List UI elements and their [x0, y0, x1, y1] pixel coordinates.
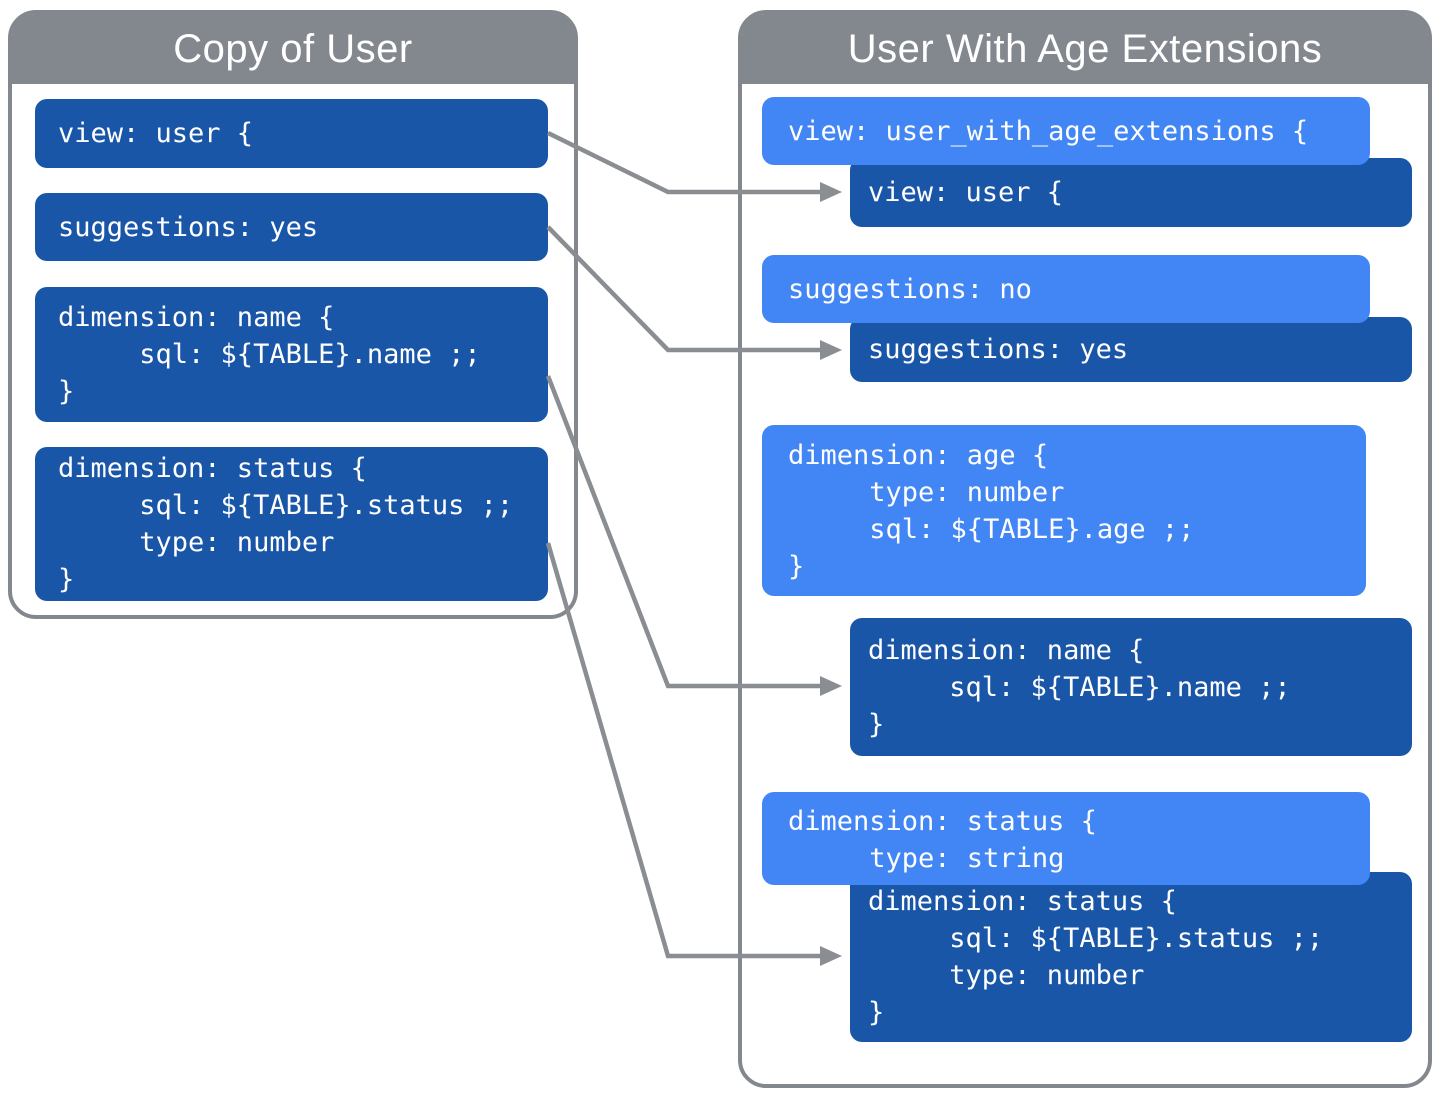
code-line: suggestions: no — [788, 273, 1032, 305]
code-line: sql: ${TABLE}.status ;; — [58, 490, 514, 521]
code-block-suggestions-inherited: suggestions: yes — [850, 317, 1412, 382]
code-line: } — [868, 708, 885, 740]
code-line: sql: ${TABLE}.name ;; — [58, 339, 481, 370]
left-panel-header: Copy of User — [12, 14, 574, 84]
code-block-dimension-status-override: dimension: status { type: string — [762, 792, 1370, 885]
code-line: } — [58, 564, 75, 595]
code-line: type: string — [788, 843, 1065, 874]
code-line: view: user { — [58, 118, 254, 149]
code-block-dimension-status: dimension: status { sql: ${TABLE}.status… — [35, 447, 548, 601]
left-panel-title: Copy of User — [173, 26, 413, 71]
code-line: sql: ${TABLE}.name ;; — [868, 671, 1291, 703]
code-line: dimension: status { — [868, 886, 1177, 917]
code-line: } — [868, 997, 885, 1028]
code-block-suggestions-override: suggestions: no — [762, 255, 1370, 323]
code-line: dimension: name { — [58, 302, 335, 333]
code-block-dimension-name-inherited: dimension: name { sql: ${TABLE}.name ;; … — [850, 618, 1412, 756]
code-line: suggestions: yes — [868, 334, 1129, 365]
code-block-dimension-age: dimension: age { type: number sql: ${TAB… — [762, 425, 1366, 596]
code-line: } — [58, 376, 75, 407]
code-line: view: user_with_age_extensions { — [788, 115, 1309, 147]
code-block-view-inherited: view: user { — [850, 158, 1412, 227]
code-line: dimension: status { — [58, 453, 367, 484]
code-line: type: number — [868, 960, 1145, 991]
code-line: sql: ${TABLE}.age ;; — [788, 513, 1195, 545]
code-line: type: number — [788, 476, 1065, 508]
code-line: dimension: age { — [788, 439, 1049, 471]
code-block-view-extended: view: user_with_age_extensions { — [762, 97, 1370, 165]
code-block-suggestions-yes: suggestions: yes — [35, 193, 548, 261]
code-block-dimension-status-inherited: dimension: status { sql: ${TABLE}.status… — [850, 872, 1412, 1042]
code-line: suggestions: yes — [58, 211, 319, 243]
code-block-view-user: view: user { — [35, 99, 548, 168]
code-line: view: user { — [868, 177, 1064, 208]
code-line: } — [788, 550, 805, 582]
code-line: dimension: name { — [868, 634, 1145, 666]
right-panel-title: User With Age Extensions — [847, 26, 1323, 71]
code-block-dimension-name: dimension: name { sql: ${TABLE}.name ;; … — [35, 287, 548, 422]
code-line: type: number — [58, 527, 335, 558]
right-panel-header: User With Age Extensions — [742, 14, 1428, 84]
code-line: dimension: status { — [788, 806, 1097, 837]
code-line: sql: ${TABLE}.status ;; — [868, 923, 1324, 954]
